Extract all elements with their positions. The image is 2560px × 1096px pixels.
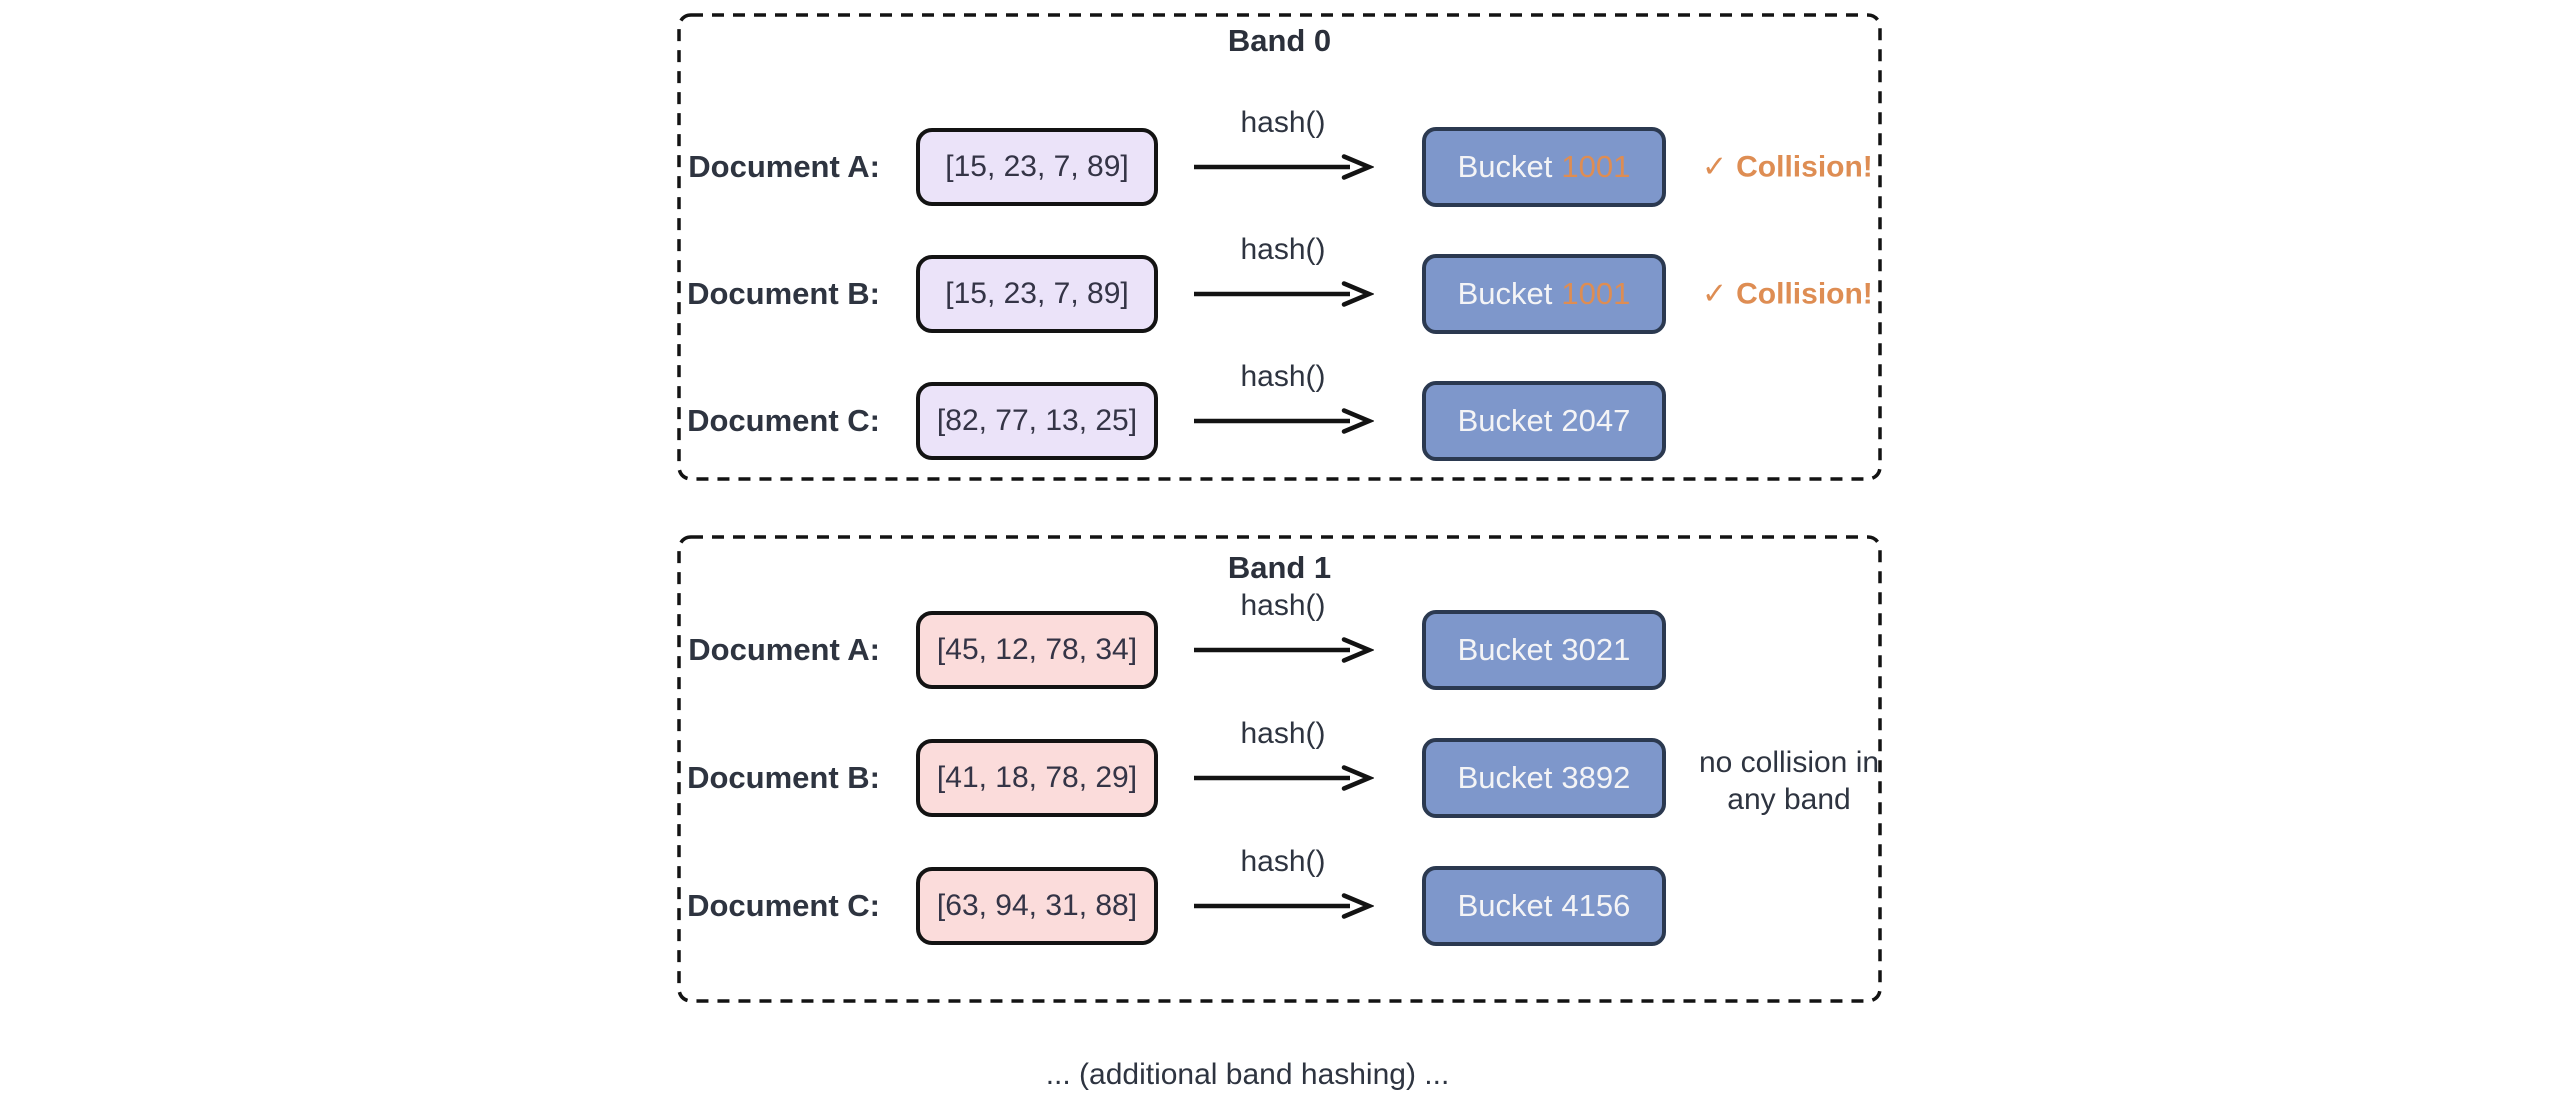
arrow-icon [1194,765,1374,791]
signature-vector-box: [41, 18, 78, 29] [916,739,1158,817]
check-icon: ✓ [1702,277,1728,311]
bucket-box: Bucket 3021 [1422,610,1666,690]
document-label: Document A: [688,149,880,184]
additional-bands-caption: ... (additional band hashing) ... [1045,1058,1450,1091]
hash-function-label: hash() [1240,845,1326,878]
bucket-id: 4156 [1561,888,1631,923]
bucket-word: Bucket [1457,632,1553,667]
bucket-word: Bucket [1457,760,1553,795]
document-label: Document C: [687,403,880,438]
collision-note: ✓Collision! [1702,150,1873,185]
document-label: Document A: [688,632,880,667]
document-label: Document B: [687,276,880,311]
signature-vector-box: [45, 12, 78, 34] [916,611,1158,689]
arrow-icon [1194,408,1374,434]
arrow-icon [1194,154,1374,180]
bucket-box: Bucket 1001 [1422,127,1666,207]
hash-function-label: hash() [1240,106,1326,139]
hash-function-label: hash() [1240,717,1326,750]
signature-vector-box: [15, 23, 7, 89] [916,255,1158,333]
bucket-box: Bucket 3892 [1422,738,1666,818]
signature-vector: [63, 94, 31, 88] [936,889,1138,922]
bucket-word: Bucket [1457,888,1553,923]
band0-title: Band 0 [1227,23,1332,58]
arrow-icon [1194,893,1374,919]
signature-vector-box: [63, 94, 31, 88] [916,867,1158,945]
arrow-icon [1194,281,1374,307]
bucket-word: Bucket [1457,276,1553,311]
bucket-box: Bucket 1001 [1422,254,1666,334]
signature-vector: [15, 23, 7, 89] [945,150,1129,183]
signature-vector: [45, 12, 78, 34] [936,633,1138,666]
bucket-box: Bucket 4156 [1422,866,1666,946]
bucket-id: 3892 [1561,760,1631,795]
hash-function-label: hash() [1240,589,1326,622]
signature-vector-box: [15, 23, 7, 89] [916,128,1158,206]
no-collision-annotation: no collision in any band [1683,744,1895,818]
bucket-id: 1001 [1561,149,1631,184]
annotation-line2: any band [1727,783,1851,816]
signature-vector: [82, 77, 13, 25] [936,404,1138,437]
annotation-line1: no collision in [1698,746,1880,779]
band1-dashed-border [677,535,1882,1003]
bucket-word: Bucket [1457,403,1553,438]
document-label: Document C: [687,888,880,923]
bucket-word: Bucket [1457,149,1553,184]
signature-vector: [41, 18, 78, 29] [936,761,1138,794]
document-label: Document B: [687,760,880,795]
bucket-id: 2047 [1561,403,1631,438]
band0-dashed-border [677,13,1882,481]
hash-function-label: hash() [1240,360,1326,393]
signature-vector-box: [82, 77, 13, 25] [916,382,1158,460]
check-icon: ✓ [1702,150,1728,184]
hash-function-label: hash() [1240,233,1326,266]
arrow-icon [1194,637,1374,663]
bucket-id: 3021 [1561,632,1631,667]
band1-title: Band 1 [1227,550,1332,585]
collision-text: Collision! [1736,277,1873,311]
signature-vector: [15, 23, 7, 89] [945,277,1129,310]
collision-text: Collision! [1736,150,1873,184]
bucket-id: 1001 [1561,276,1631,311]
bucket-box: Bucket 2047 [1422,381,1666,461]
collision-note: ✓Collision! [1702,277,1873,312]
